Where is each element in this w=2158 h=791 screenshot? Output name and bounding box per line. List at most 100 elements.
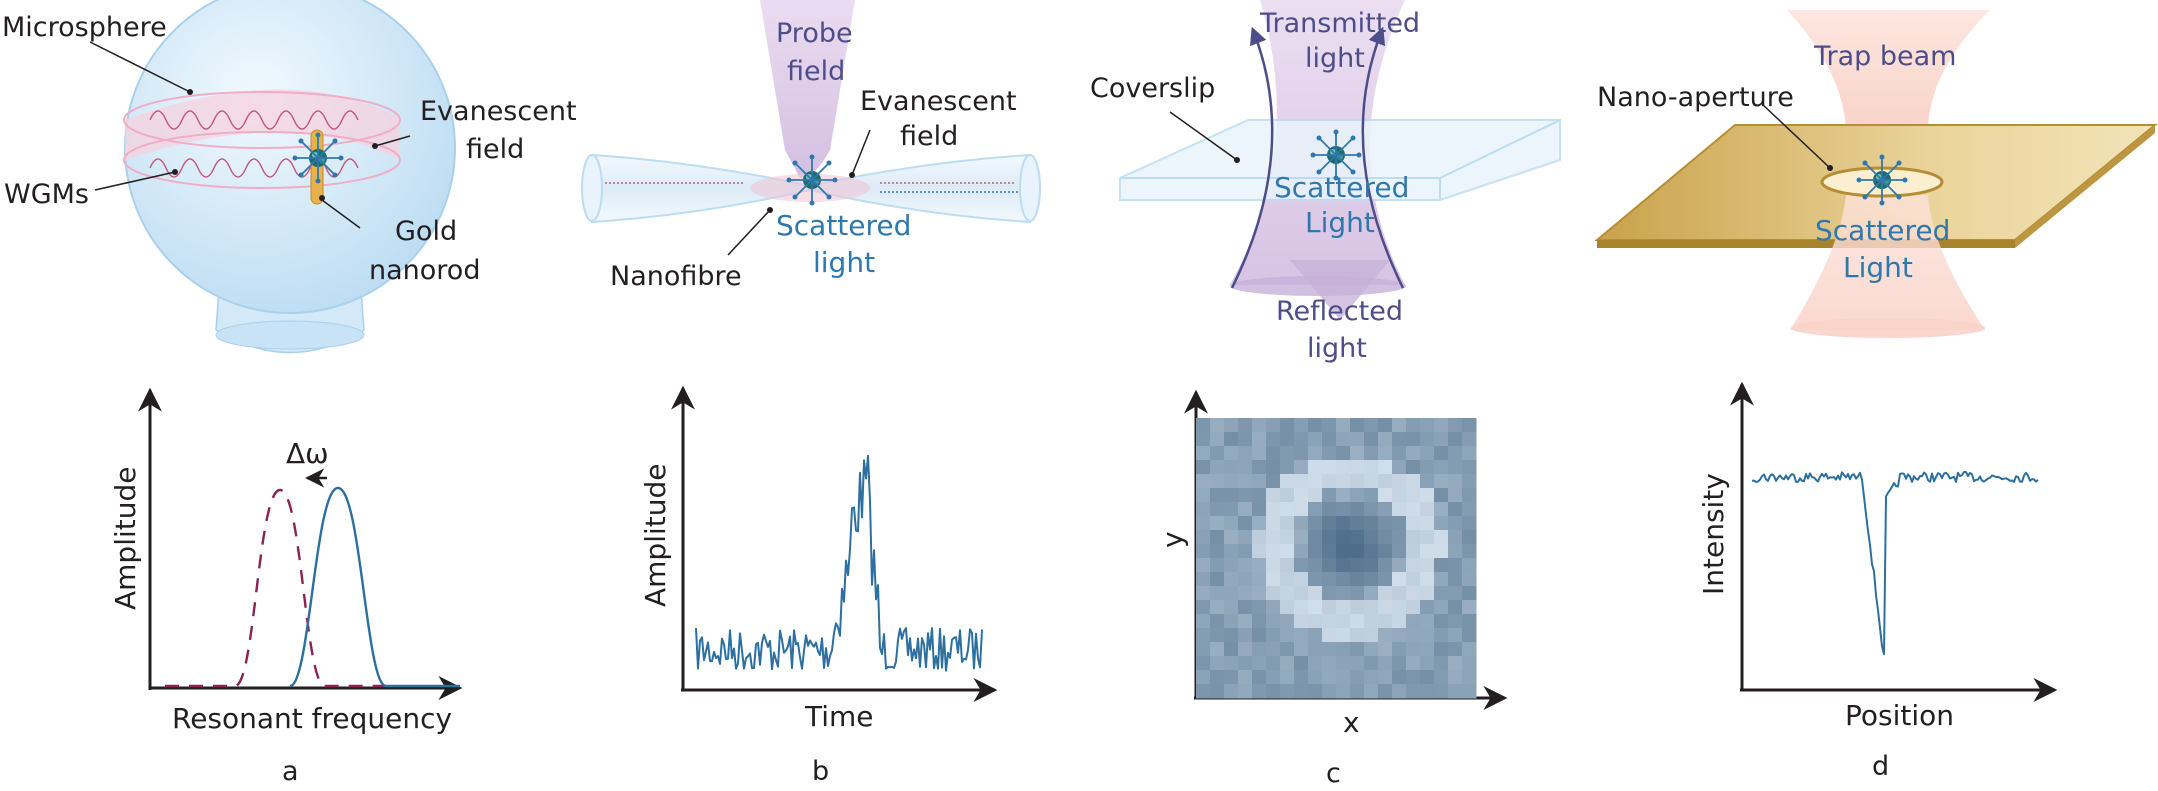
heatmap-pixel	[1224, 656, 1239, 671]
panel-letter-a: a	[282, 756, 299, 787]
heatmap-pixel	[1252, 614, 1267, 629]
heatmap-pixel	[1308, 572, 1323, 587]
heatmap-pixel	[1210, 446, 1225, 461]
heatmap-pixel	[1294, 670, 1309, 685]
heatmap-pixel	[1364, 488, 1379, 503]
heatmap-pixel	[1420, 432, 1435, 447]
heatmap-pixel	[1350, 586, 1365, 601]
heatmap-pixel	[1238, 656, 1253, 671]
panel-c: Transmitted light Coverslip Scattered Li…	[1090, 0, 1561, 789]
heatmap-pixel	[1462, 572, 1477, 587]
heatmap-pixel	[1434, 516, 1449, 531]
heatmap-pixel	[1196, 600, 1211, 615]
heatmap-pixel	[1420, 586, 1435, 601]
heatmap-pixel	[1434, 628, 1449, 643]
heatmap-pixel	[1280, 572, 1295, 587]
heatmap-pixel	[1252, 432, 1267, 447]
heatmap-pixel	[1252, 544, 1267, 559]
heatmap-pixel	[1406, 614, 1421, 629]
heatmap-pixel	[1420, 600, 1435, 615]
heatmap-pixel	[1252, 684, 1267, 699]
wgm-ring-band	[125, 89, 400, 160]
heatmap-pixel	[1406, 460, 1421, 475]
heatmap-pixel	[1210, 628, 1225, 643]
heatmap-pixel	[1308, 474, 1323, 489]
heatmap-pixel	[1350, 628, 1365, 643]
heatmap-pixel	[1280, 544, 1295, 559]
heatmap-pixel	[1378, 572, 1393, 587]
label-trap-beam: Trap beam	[1813, 41, 1957, 72]
intensity-position-trace	[1751, 471, 2039, 656]
heatmap-pixel	[1322, 642, 1337, 657]
heatmap-pixel	[1434, 460, 1449, 475]
heatmap-pixel	[1294, 572, 1309, 587]
heatmap-pixel	[1252, 572, 1267, 587]
heatmap-pixel	[1434, 642, 1449, 657]
label-probe-1: Probe	[776, 18, 853, 49]
heatmap-pixel	[1364, 572, 1379, 587]
heatmap-pixel	[1448, 614, 1463, 629]
heatmap-pixel	[1280, 558, 1295, 573]
heatmap-pixel	[1280, 460, 1295, 475]
heatmap-pixel	[1378, 544, 1393, 559]
heatmap-pixel	[1350, 460, 1365, 475]
heatmap-pixel	[1322, 558, 1337, 573]
panel-b: Probe field Evanescent field Scattered l…	[581, 0, 1041, 787]
heatmap-pixel	[1434, 684, 1449, 699]
heatmap-pixel	[1238, 530, 1253, 545]
heatmap-pixel	[1462, 586, 1477, 601]
heatmap-pixel	[1266, 446, 1281, 461]
ylabel-b: Amplitude	[639, 464, 672, 608]
heatmap-pixel	[1406, 670, 1421, 685]
heatmap-pixel	[1294, 460, 1309, 475]
heatmap-pixel	[1210, 684, 1225, 699]
heatmap-pixel	[1308, 544, 1323, 559]
heatmap-pixel	[1224, 516, 1239, 531]
heatmap-pixel	[1210, 432, 1225, 447]
heatmap-pixel	[1280, 600, 1295, 615]
heatmap-pixel	[1280, 446, 1295, 461]
heatmap-pixel	[1420, 488, 1435, 503]
heatmap-pixel	[1252, 642, 1267, 657]
heatmap-pixel	[1252, 600, 1267, 615]
xlabel-a: Resonant frequency	[172, 702, 452, 735]
heatmap-pixel	[1364, 600, 1379, 615]
heatmap-pixel	[1406, 628, 1421, 643]
heatmap-pixel	[1210, 516, 1225, 531]
heatmap-pixel	[1350, 432, 1365, 447]
heatmap-pixel	[1210, 642, 1225, 657]
heatmap-pixel	[1322, 432, 1337, 447]
heatmap-pixel	[1238, 628, 1253, 643]
heatmap-pixel	[1336, 614, 1351, 629]
scattering-image-heatmap	[1196, 418, 1477, 699]
heatmap-pixel	[1462, 628, 1477, 643]
heatmap-pixel	[1238, 642, 1253, 657]
heatmap-pixel	[1420, 446, 1435, 461]
heatmap-pixel	[1294, 516, 1309, 531]
label-scattered-d1: Scattered	[1815, 214, 1950, 247]
heatmap-pixel	[1392, 656, 1407, 671]
heatmap-pixel	[1462, 530, 1477, 545]
heatmap-pixel	[1336, 446, 1351, 461]
probe-field-beam	[760, 0, 855, 178]
heatmap-pixel	[1462, 516, 1477, 531]
heatmap-pixel	[1224, 600, 1239, 615]
heatmap-pixel	[1322, 572, 1337, 587]
heatmap-pixel	[1378, 656, 1393, 671]
heatmap-pixel	[1462, 502, 1477, 517]
heatmap-pixel	[1336, 572, 1351, 587]
heatmap-pixel	[1462, 446, 1477, 461]
heatmap-pixel	[1336, 642, 1351, 657]
heatmap-pixel	[1308, 628, 1323, 643]
heatmap-pixel	[1308, 670, 1323, 685]
heatmap-pixel	[1420, 656, 1435, 671]
heatmap-pixel	[1434, 488, 1449, 503]
heatmap-pixel	[1210, 670, 1225, 685]
heatmap-pixel	[1238, 488, 1253, 503]
heatmap-pixel	[1322, 600, 1337, 615]
heatmap-pixel	[1266, 628, 1281, 643]
heatmap-pixel	[1392, 614, 1407, 629]
panel-d: Trap beam Nano-aperture Scattered Light …	[1594, 10, 2158, 782]
resonance-original-curve	[289, 486, 460, 688]
